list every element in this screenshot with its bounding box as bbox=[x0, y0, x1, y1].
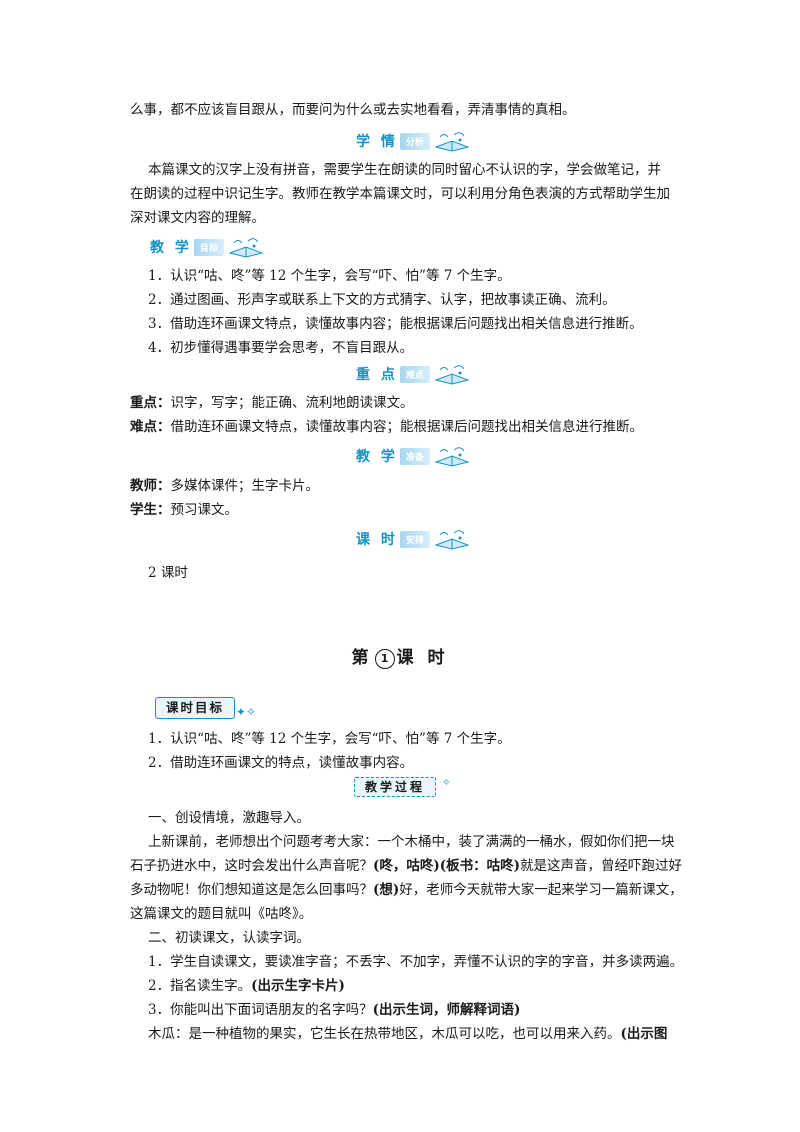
section-header-schedule: 课 时 安排 bbox=[356, 527, 472, 551]
lesson-goals-tag: 课时目标 ✦✧ bbox=[155, 697, 256, 719]
section-header-analysis: 学 情 分析 bbox=[356, 129, 472, 153]
section-title: 教 学 bbox=[356, 449, 398, 465]
process-text: 石子扔进水中，这时会发出什么声音呢？ bbox=[130, 858, 373, 874]
teacher-text: 多媒体课件；生字卡片。 bbox=[170, 478, 320, 494]
section-subtitle: 准备 bbox=[399, 447, 430, 465]
section-title: 重 点 bbox=[356, 367, 398, 383]
key-label: 重点： bbox=[130, 395, 171, 411]
student-label: 学生： bbox=[130, 502, 171, 518]
lesson-goal-item: 2．借助连环画课文的特点，读懂故事内容。 bbox=[148, 755, 414, 771]
schedule-text: 2 课时 bbox=[148, 565, 188, 581]
process-text: 好，老师今天就带大家一起来学习一篇新课文， bbox=[399, 882, 683, 898]
goal-item: 2．通过图画、形声字或联系上下文的方式猜字、认字，把故事读正确、流利。 bbox=[148, 292, 616, 308]
process-line: 多动物呢！你们想知道这是怎么回事吗？(想)好，老师今天就带大家一起来学习一篇新课… bbox=[130, 878, 686, 902]
process-line: 2．指名读生字。(出示生字卡片) bbox=[148, 974, 686, 998]
lesson-goals-label: 课时目标 bbox=[166, 700, 225, 715]
process-text: 3．你能叫出下面词语朋友的名字吗？ bbox=[148, 1002, 373, 1018]
open-book-icon bbox=[434, 132, 470, 152]
paragraph-line: 深对课文内容的理解。 bbox=[130, 210, 265, 226]
paragraph-line: 本篇课文的汉字上没有拼音，需要学生在朗读的同时留心不认识的字，学会做笔记，并 bbox=[148, 162, 661, 178]
lesson-number-badge: 1 bbox=[374, 649, 395, 669]
process-text: 就是这声音，曾经吓跑过好 bbox=[520, 858, 683, 874]
student-prep-line: 学生：预习课文。 bbox=[130, 498, 686, 522]
process-line: 木瓜：是一种植物的果实，它生长在热带地区，木瓜可以吃，也可以用来入药。(出示图 bbox=[148, 1022, 686, 1046]
process-line: 石子扔进水中，这时会发出什么声音呢？(咚，咕咚)(板书：咕咚)就是这声音，曾经吓… bbox=[130, 854, 686, 878]
difficult-label: 难点： bbox=[130, 419, 171, 435]
open-book-icon bbox=[228, 238, 264, 258]
teaching-process-tag: 教学过程 ✧ bbox=[354, 776, 451, 797]
process-bold: (想) bbox=[373, 882, 400, 898]
key-text: 识字，写字；能正确、流利地朗读课文。 bbox=[170, 395, 414, 411]
open-book-icon bbox=[434, 447, 470, 467]
process-line: 1．学生自读课文，要读准字音；不丢字、不加字，弄懂不认识的字的字音，并多读两遍。 bbox=[148, 954, 684, 970]
process-line: 一、创设情境，激趣导入。 bbox=[148, 810, 310, 826]
section-header-key-points: 重 点 难点 bbox=[356, 362, 472, 386]
key-point-line: 重点：识字，写字；能正确、流利地朗读课文。 bbox=[130, 391, 686, 415]
goal-item: 1．认识“咕、咚”等 12 个生字，会写“吓、怕”等 7 个生字。 bbox=[148, 268, 511, 284]
intro-line: 么事，都不应该盲目跟从，而要问为什么或去实地看看，弄清事情的真相。 bbox=[130, 102, 576, 118]
process-line: 二、初读课文，认读字词。 bbox=[148, 930, 310, 946]
difficult-point-line: 难点：借助连环画课文特点，读懂故事内容；能根据课后问题找出相关信息进行推断。 bbox=[130, 415, 686, 439]
open-book-icon bbox=[434, 365, 470, 385]
process-line: 这篇课文的题目就叫《咕咚》。 bbox=[130, 906, 313, 922]
process-line: 上新课前，老师想出个问题考考大家：一个木桶中，装了满满的一桶水，假如你们把一块 bbox=[148, 834, 675, 850]
goal-item: 4．初步懂得遇事要学会思考，不盲目跟从。 bbox=[148, 340, 414, 356]
teacher-prep-line: 教师：多媒体课件；生字卡片。 bbox=[130, 474, 686, 498]
teacher-label: 教师： bbox=[130, 478, 171, 494]
teaching-process-label: 教学过程 bbox=[365, 780, 426, 794]
goal-item: 3．借助连环画课文特点，读懂故事内容；能根据课后问题找出相关信息进行推断。 bbox=[148, 316, 643, 332]
lesson-title-suffix: 课 时 bbox=[396, 648, 449, 668]
lesson-goal-item: 1．认识“咕、咚”等 12 个生字，会写“吓、怕”等 7 个生字。 bbox=[148, 731, 511, 747]
open-book-icon bbox=[434, 530, 470, 550]
section-subtitle: 目标 bbox=[193, 238, 224, 256]
section-header-goals: 教 学 目标 bbox=[150, 235, 266, 259]
section-title: 学 情 bbox=[356, 134, 398, 150]
process-text: 2．指名读生字。 bbox=[148, 978, 252, 994]
process-bold: (出示生字卡片) bbox=[251, 978, 345, 994]
section-title: 教 学 bbox=[150, 240, 192, 256]
section-title: 课 时 bbox=[356, 532, 398, 548]
difficult-text: 借助连环画课文特点，读懂故事内容；能根据课后问题找出相关信息进行推断。 bbox=[170, 419, 644, 435]
process-bold: (咚，咕咚)(板书：咕咚) bbox=[373, 858, 521, 874]
lesson-title-prefix: 第 bbox=[351, 648, 373, 668]
sparkle-icon: ✧ bbox=[441, 776, 452, 789]
process-line: 3．你能叫出下面词语朋友的名字吗？(出示生词，师解释词语) bbox=[148, 998, 686, 1022]
process-bold: (出示生词，师解释词语) bbox=[372, 1002, 521, 1018]
section-subtitle: 分析 bbox=[399, 132, 430, 150]
section-subtitle: 难点 bbox=[399, 365, 430, 383]
process-bold: (出示图 bbox=[620, 1026, 668, 1042]
section-header-preparation: 教 学 准备 bbox=[356, 444, 472, 468]
sparkle-icon: ✦✧ bbox=[235, 705, 257, 719]
process-text: 多动物呢！你们想知道这是怎么回事吗？ bbox=[130, 882, 373, 898]
section-subtitle: 安排 bbox=[399, 530, 430, 548]
student-text: 预习课文。 bbox=[170, 502, 239, 518]
paragraph-line: 在朗读的过程中识记生字。教师在教学本篇课文时，可以利用分角色表演的方式帮助学生加 bbox=[130, 186, 670, 202]
process-text: 木瓜：是一种植物的果实，它生长在热带地区，木瓜可以吃，也可以用来入药。 bbox=[148, 1026, 621, 1042]
